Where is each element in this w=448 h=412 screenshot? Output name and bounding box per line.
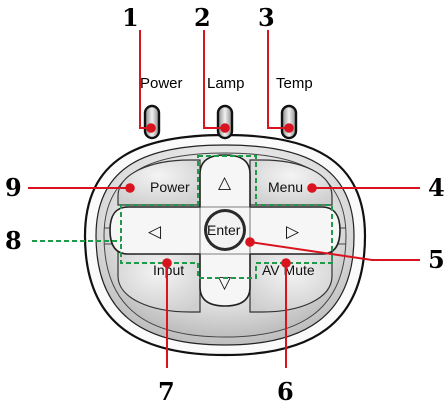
callout-1: 1: [122, 3, 139, 32]
lamp-indicator-label: Lamp: [207, 75, 245, 92]
arrow-keys-dashed-outline: [120, 155, 333, 279]
menu-button-label: Menu: [268, 179, 303, 195]
callout-8: 8: [5, 226, 22, 255]
callout-lines: [28, 30, 420, 368]
power-indicator-label: Power: [140, 75, 183, 92]
left-arrow-button[interactable]: ◁: [148, 222, 162, 242]
right-arrow-button[interactable]: ▷: [286, 222, 300, 242]
indicator-leds: [143, 104, 298, 140]
callout-5: 5: [428, 245, 445, 274]
input-button[interactable]: Input: [117, 249, 201, 313]
av-mute-button[interactable]: AV Mute: [249, 249, 333, 313]
power-button-label: Power: [150, 179, 190, 195]
av-mute-button-label: AV Mute: [262, 262, 315, 278]
temp-led: [280, 104, 298, 140]
input-button-label: Input: [153, 262, 184, 278]
down-arrow-button[interactable]: ▽: [218, 273, 232, 293]
enter-button-label: Enter: [207, 222, 241, 238]
callout-2: 2: [194, 3, 211, 32]
callout-7: 7: [158, 377, 175, 406]
callout-6: 6: [277, 377, 294, 406]
menu-button[interactable]: Menu: [249, 159, 333, 206]
power-led: [143, 104, 161, 140]
power-button[interactable]: Power: [117, 159, 201, 206]
up-arrow-button[interactable]: △: [218, 173, 232, 193]
temp-indicator-label: Temp: [276, 75, 313, 92]
callout-9: 9: [5, 173, 22, 202]
lamp-led: [216, 104, 234, 140]
callout-4: 4: [428, 173, 445, 202]
callout-3: 3: [258, 3, 275, 32]
enter-button[interactable]: Enter: [204, 209, 246, 251]
